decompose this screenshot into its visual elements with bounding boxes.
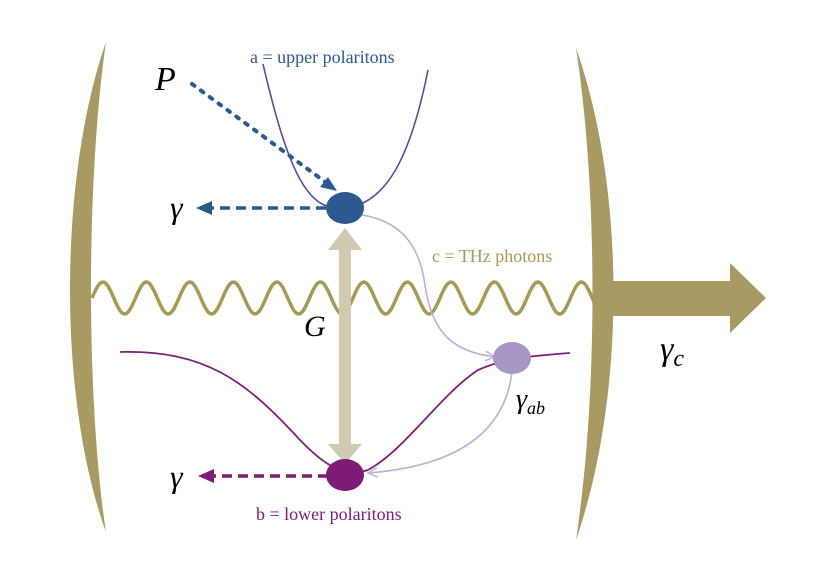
pump-arrowhead xyxy=(320,177,337,191)
coupling-label: G xyxy=(304,310,326,343)
relaxation-arrow xyxy=(361,214,495,357)
gamma-ab-label: γab xyxy=(516,384,545,418)
thz-photon-label: c = THz photons xyxy=(432,246,552,266)
gamma-c-subscript: c xyxy=(673,346,684,372)
coupling-arrow xyxy=(328,228,362,464)
left-mirror xyxy=(70,42,106,532)
upper-polariton-state xyxy=(326,192,364,224)
gamma-ab-subscript: ab xyxy=(527,398,545,418)
lower-gamma-label: γ xyxy=(170,458,184,494)
gamma-ab-arrow xyxy=(368,371,513,473)
lower-polariton-label: b = lower polaritons xyxy=(256,504,402,524)
right-mirror xyxy=(576,48,614,540)
gamma-c-label: γc xyxy=(660,331,684,372)
lower-decay-arrowhead xyxy=(198,469,214,483)
intermediate-state xyxy=(493,342,531,374)
pump-label: P xyxy=(154,61,176,98)
pump-arrow xyxy=(190,82,330,186)
upper-gamma-label: γ xyxy=(170,189,184,225)
upper-decay-arrowhead xyxy=(196,201,212,215)
gamma-c-symbol: γ xyxy=(660,331,675,368)
upper-polariton-dispersion xyxy=(262,63,429,210)
upper-polariton-label: a = upper polaritons xyxy=(250,47,395,67)
lower-polariton-state xyxy=(326,459,364,491)
gamma-ab-symbol: γ xyxy=(516,384,528,415)
cavity-loss-arrow xyxy=(612,263,766,333)
